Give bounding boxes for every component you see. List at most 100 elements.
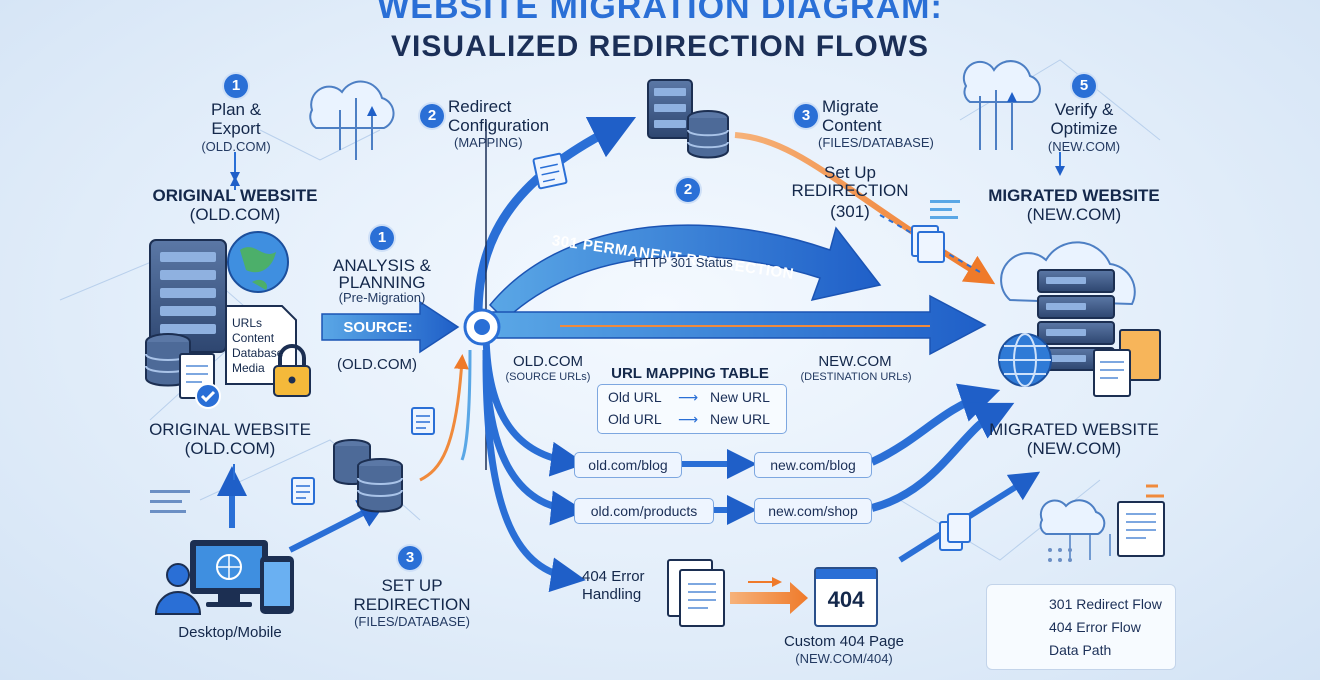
step-analysis-title-2: PLANNING: [338, 273, 426, 292]
custom-404-page-icon: 404: [814, 567, 878, 627]
doc-list-item: Database: [232, 346, 284, 360]
error-label-1: 404 Error: [582, 568, 645, 585]
lock-icon: [273, 344, 311, 397]
step-verify-sub: (NEW.COM): [1047, 139, 1121, 154]
to-migrated-arrows: [870, 383, 1015, 512]
mapping-to: New URL: [710, 389, 770, 405]
migrated-website-label-bottom: MIGRATED WEBSITE: [989, 420, 1159, 439]
small-doc-icon-3: [939, 513, 971, 551]
original-website-label-bottom: ORIGINAL WEBSITE: [149, 420, 311, 439]
cloud-icon-left: [309, 80, 395, 160]
arrow-right-icon: ⟶: [678, 389, 699, 405]
new-domain-sub: (DESTINATION URLs): [800, 371, 912, 383]
mapping-to: New URL: [710, 411, 770, 427]
cloud-icon-right: [962, 60, 1041, 150]
branch-arrows: [482, 329, 586, 593]
original-server-icon: [149, 239, 227, 353]
pill-connector-arrows: [680, 449, 757, 525]
cloud-icon-bottom-right: [1039, 499, 1111, 560]
small-doc-icon-1: [411, 407, 435, 435]
doc-list: URLs Content Database Media: [232, 316, 288, 376]
permanent-redirect-arrow: [488, 224, 882, 322]
old-domain-label: OLD.COM: [512, 353, 583, 370]
migrated-website-label: MIGRATED WEBSITE: [988, 186, 1160, 205]
checkmark-icon: [195, 383, 221, 409]
step-number-analysis: 1: [370, 226, 394, 250]
user-icon: [154, 563, 202, 615]
old-domain-sub: (SOURCE URLs): [505, 371, 591, 383]
step-number-plan: 1: [224, 74, 248, 98]
mapping-from: Old URL: [608, 411, 662, 427]
step-migrate-sub: (FILES/DATABASE): [818, 135, 934, 150]
url-pill-new-shop: new.com/shop: [754, 498, 872, 524]
custom-404-label: Custom 404 Page: [783, 633, 905, 650]
url-pill-old-products: old.com/products: [574, 498, 714, 524]
doc-list-item: Media: [232, 361, 265, 375]
step-migrate-title-1: Migrate: [822, 97, 879, 116]
data-bars-left: [150, 490, 190, 513]
step-number-center: 2: [676, 178, 700, 202]
error-404-arrow: [730, 582, 808, 614]
step-analysis-title-1: ANALYSIS &: [333, 256, 431, 275]
browser-bar: [816, 569, 876, 579]
device-label: Desktop/Mobile: [178, 624, 282, 641]
mapping-from: Old URL: [608, 389, 662, 405]
setup-top-title-2: REDIRECTION: [791, 181, 909, 200]
data-bars: [930, 200, 960, 219]
mobile-phone-icon: [260, 556, 294, 614]
step-migrate-title-2: Content: [822, 116, 882, 135]
migrated-server-icon: [1000, 241, 1136, 371]
diagram-title: WEBSITE MIGRATION DIAGRAM:: [377, 0, 943, 26]
report-document-icon: [1117, 484, 1165, 557]
step-redirect-title-1: Redirect: [448, 97, 512, 116]
arrow-right-icon: ⟶: [678, 411, 699, 427]
database-stack-icon: [333, 439, 403, 513]
db-to-hub-arrow: [419, 354, 469, 482]
setup-bottom-title-1: SET UP: [381, 576, 443, 595]
url-pill-old-blog: old.com/blog: [574, 452, 682, 478]
http-status-label: HTTP 301 Status: [633, 255, 733, 270]
original-website-label: ORIGINAL WEBSITE: [152, 186, 318, 205]
url-pill-new-blog: new.com/blog: [754, 452, 872, 478]
step-verify-title-2: Optimize: [1050, 119, 1118, 138]
mapping-row: Old URL ⟶ New URL: [598, 411, 786, 431]
source-domain: (OLD.COM): [337, 356, 417, 373]
error-code: 404: [827, 587, 865, 612]
custom-404-sub: (NEW.COM/404): [795, 651, 893, 666]
step-number-verify: 5: [1072, 74, 1096, 98]
desktop-monitor-icon: [190, 540, 268, 607]
stacked-documents-icon: [911, 225, 945, 263]
legend: 301 Redirect Flow 404 Error Flow Data Pa…: [986, 584, 1176, 670]
legend-item-404: 404 Error Flow: [1049, 619, 1141, 635]
migration-server-icon: [647, 79, 729, 159]
doc-list-item: Content: [232, 331, 275, 345]
step-redirect-title-2: Configuration: [448, 116, 550, 135]
original-website-domain: (OLD.COM): [189, 205, 281, 224]
step-plan-sub: (OLD.COM): [201, 139, 271, 154]
migrated-website-domain-bottom: (NEW.COM): [1026, 439, 1122, 458]
step-number-migrate: 3: [794, 104, 818, 128]
error-document-icon: [667, 559, 725, 627]
source-arrow: [321, 300, 460, 354]
step-plan-title-2: Export: [211, 119, 261, 138]
file-icon-right: [1093, 329, 1161, 397]
error-label-2: Handling: [582, 586, 642, 603]
url-mapping-table: Old URL ⟶ New URL Old URL ⟶ New URL: [597, 384, 787, 434]
step-plan-title-1: Plan &: [210, 100, 262, 119]
small-doc-icon-2: [291, 477, 315, 505]
redirect-hub-node: [463, 308, 501, 346]
mapping-table-title: URL MAPPING TABLE: [611, 365, 769, 382]
step-number-setup-bottom: 3: [398, 546, 422, 570]
setup-top-sub: (301): [830, 202, 870, 221]
config-document-icon: [532, 152, 568, 190]
setup-bottom-title-2: REDIRECTION: [353, 595, 471, 614]
mapping-row: Old URL ⟶ New URL: [598, 389, 786, 409]
setup-top-title-1: Set Up: [824, 163, 876, 182]
curve-to-config: [473, 116, 637, 316]
migrated-website-domain: (NEW.COM): [1026, 205, 1122, 224]
legend-item-data-path: Data Path: [1049, 642, 1112, 658]
original-website-domain-bottom: (OLD.COM): [184, 439, 276, 458]
device-to-db-arrow: [288, 499, 389, 553]
new-domain-label: NEW.COM: [818, 353, 892, 370]
